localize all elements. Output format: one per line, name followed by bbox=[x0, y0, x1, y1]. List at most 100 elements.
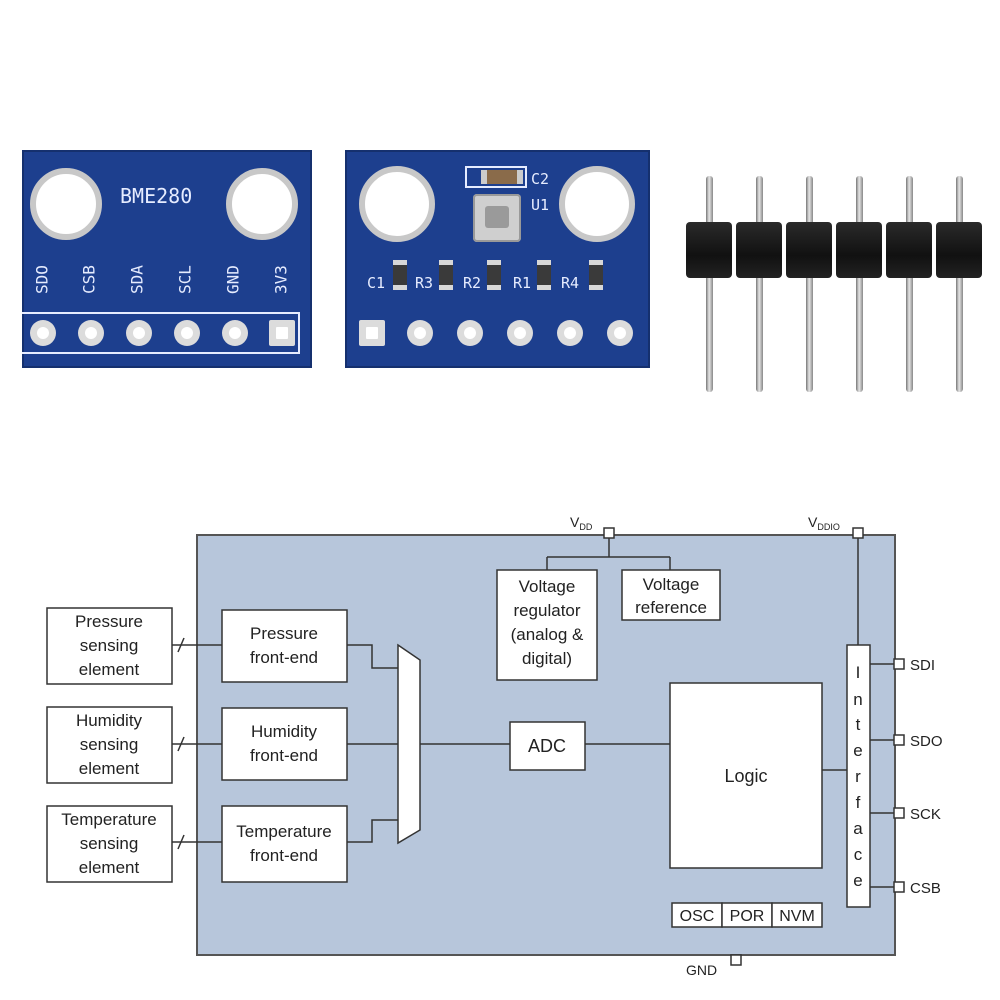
pad-sdo bbox=[30, 320, 56, 346]
resistor-r1 bbox=[537, 260, 551, 290]
vdd-pin bbox=[603, 527, 615, 539]
logic-box bbox=[669, 682, 823, 869]
pressure-frontend-line1: Pressure bbox=[250, 624, 318, 643]
label-r3: R3 bbox=[415, 274, 434, 292]
osc-label: OSC bbox=[680, 908, 715, 925]
pressure-frontend-line2: front-end bbox=[250, 648, 318, 667]
wires bbox=[172, 538, 895, 888]
sdi-label: SDI bbox=[910, 657, 935, 674]
interface-box bbox=[846, 644, 871, 908]
header-pin-2 bbox=[756, 176, 763, 392]
header-housing-5 bbox=[886, 222, 932, 278]
svg-text:r: r bbox=[855, 767, 861, 786]
pressure-sensing-line3: element bbox=[79, 660, 140, 679]
pad-4 bbox=[507, 320, 533, 346]
svg-text:t: t bbox=[856, 715, 861, 734]
label-r4: R4 bbox=[561, 274, 580, 292]
label-c1: C1 bbox=[367, 274, 386, 292]
header-housing-1 bbox=[686, 222, 732, 278]
header-pin-1 bbox=[706, 176, 713, 392]
voltage-reference-box bbox=[621, 569, 721, 621]
svg-text:c: c bbox=[854, 845, 863, 864]
header-pin-3 bbox=[806, 176, 813, 392]
temperature-sensing-line2: sensing bbox=[80, 834, 139, 853]
pressure-sensing-box bbox=[46, 607, 173, 685]
header-pin-4 bbox=[856, 176, 863, 392]
nvm-box bbox=[771, 902, 823, 928]
adc-box bbox=[509, 721, 586, 771]
nvm-label: NVM bbox=[779, 908, 815, 925]
voltage-regulator-line2: regulator bbox=[513, 601, 580, 620]
svg-text:I: I bbox=[856, 663, 861, 682]
temperature-sensing-line3: element bbox=[79, 858, 140, 877]
pad-scl bbox=[174, 320, 200, 346]
pad-2 bbox=[407, 320, 433, 346]
gnd-pin bbox=[730, 954, 742, 966]
voltage-regulator-box bbox=[496, 569, 598, 681]
sck-label: SCK bbox=[910, 806, 941, 823]
pad-csb bbox=[78, 320, 104, 346]
interface-label: I n t e r f a c e bbox=[853, 663, 863, 890]
mounting-hole-left bbox=[359, 166, 435, 242]
pad-gnd bbox=[222, 320, 248, 346]
label-r1: R1 bbox=[513, 274, 532, 292]
adc-label: ADC bbox=[528, 736, 566, 756]
board-title: BME280 bbox=[120, 184, 193, 208]
pad-1 bbox=[359, 320, 385, 346]
humidity-sensing-box bbox=[46, 706, 173, 784]
svg-text:a: a bbox=[853, 819, 863, 838]
capacitor-c2 bbox=[465, 166, 527, 188]
csb-pin bbox=[893, 881, 905, 893]
header-housing-4 bbox=[836, 222, 882, 278]
pad-sda bbox=[126, 320, 152, 346]
vddio-label: VDDIO bbox=[808, 514, 840, 532]
pad-3 bbox=[457, 320, 483, 346]
label-u1: U1 bbox=[531, 196, 550, 214]
sdi-pin bbox=[893, 658, 905, 670]
pin-row-outline bbox=[22, 312, 300, 354]
vddio-pin bbox=[852, 527, 864, 539]
svg-text:f: f bbox=[856, 793, 861, 812]
label-c2: C2 bbox=[531, 170, 550, 188]
humidity-sensing-line2: sensing bbox=[80, 735, 139, 754]
pressure-sensing-line1: Pressure bbox=[75, 612, 143, 631]
pad-3v3 bbox=[269, 320, 295, 346]
pressure-frontend-box bbox=[221, 609, 348, 683]
sdo-label: SDO bbox=[910, 733, 943, 750]
temperature-frontend-line1: Temperature bbox=[236, 822, 331, 841]
header-housing-2 bbox=[736, 222, 782, 278]
sdo-pin bbox=[893, 734, 905, 746]
humidity-frontend-line2: front-end bbox=[250, 746, 318, 765]
resistor-r4 bbox=[589, 260, 603, 290]
multiplexer bbox=[397, 643, 421, 845]
temperature-frontend-line2: front-end bbox=[250, 846, 318, 865]
pin-header bbox=[684, 170, 984, 400]
svg-text:n: n bbox=[853, 690, 862, 709]
humidity-sensing-line3: element bbox=[79, 759, 140, 778]
csb-label: CSB bbox=[910, 880, 941, 897]
board-front: BME280 SDO CSB SDA SCL GND 3V3 bbox=[22, 150, 312, 368]
osc-box bbox=[671, 902, 723, 928]
vdd-label: VDD bbox=[570, 514, 593, 532]
sck-pin bbox=[893, 807, 905, 819]
humidity-frontend-box bbox=[221, 707, 348, 781]
temperature-sensing-line1: Temperature bbox=[61, 810, 156, 829]
pad-6 bbox=[607, 320, 633, 346]
board-back: C2 U1 C1 R3 R2 R1 R4 bbox=[345, 150, 650, 368]
mounting-hole-right bbox=[559, 166, 635, 242]
label-r2: R2 bbox=[463, 274, 482, 292]
temperature-sensing-box bbox=[46, 805, 173, 883]
header-pin-5 bbox=[906, 176, 913, 392]
voltage-regulator-line3: (analog & bbox=[511, 625, 584, 644]
voltage-reference-line1: Voltage bbox=[643, 575, 700, 594]
pad-5 bbox=[557, 320, 583, 346]
resistor-r2 bbox=[487, 260, 501, 290]
voltage-reference-line2: reference bbox=[635, 598, 707, 617]
svg-text:e: e bbox=[853, 871, 862, 890]
header-housing-6 bbox=[936, 222, 982, 278]
humidity-sensing-line1: Humidity bbox=[76, 711, 143, 730]
humidity-frontend-line1: Humidity bbox=[251, 722, 318, 741]
temperature-frontend-box bbox=[221, 805, 348, 883]
